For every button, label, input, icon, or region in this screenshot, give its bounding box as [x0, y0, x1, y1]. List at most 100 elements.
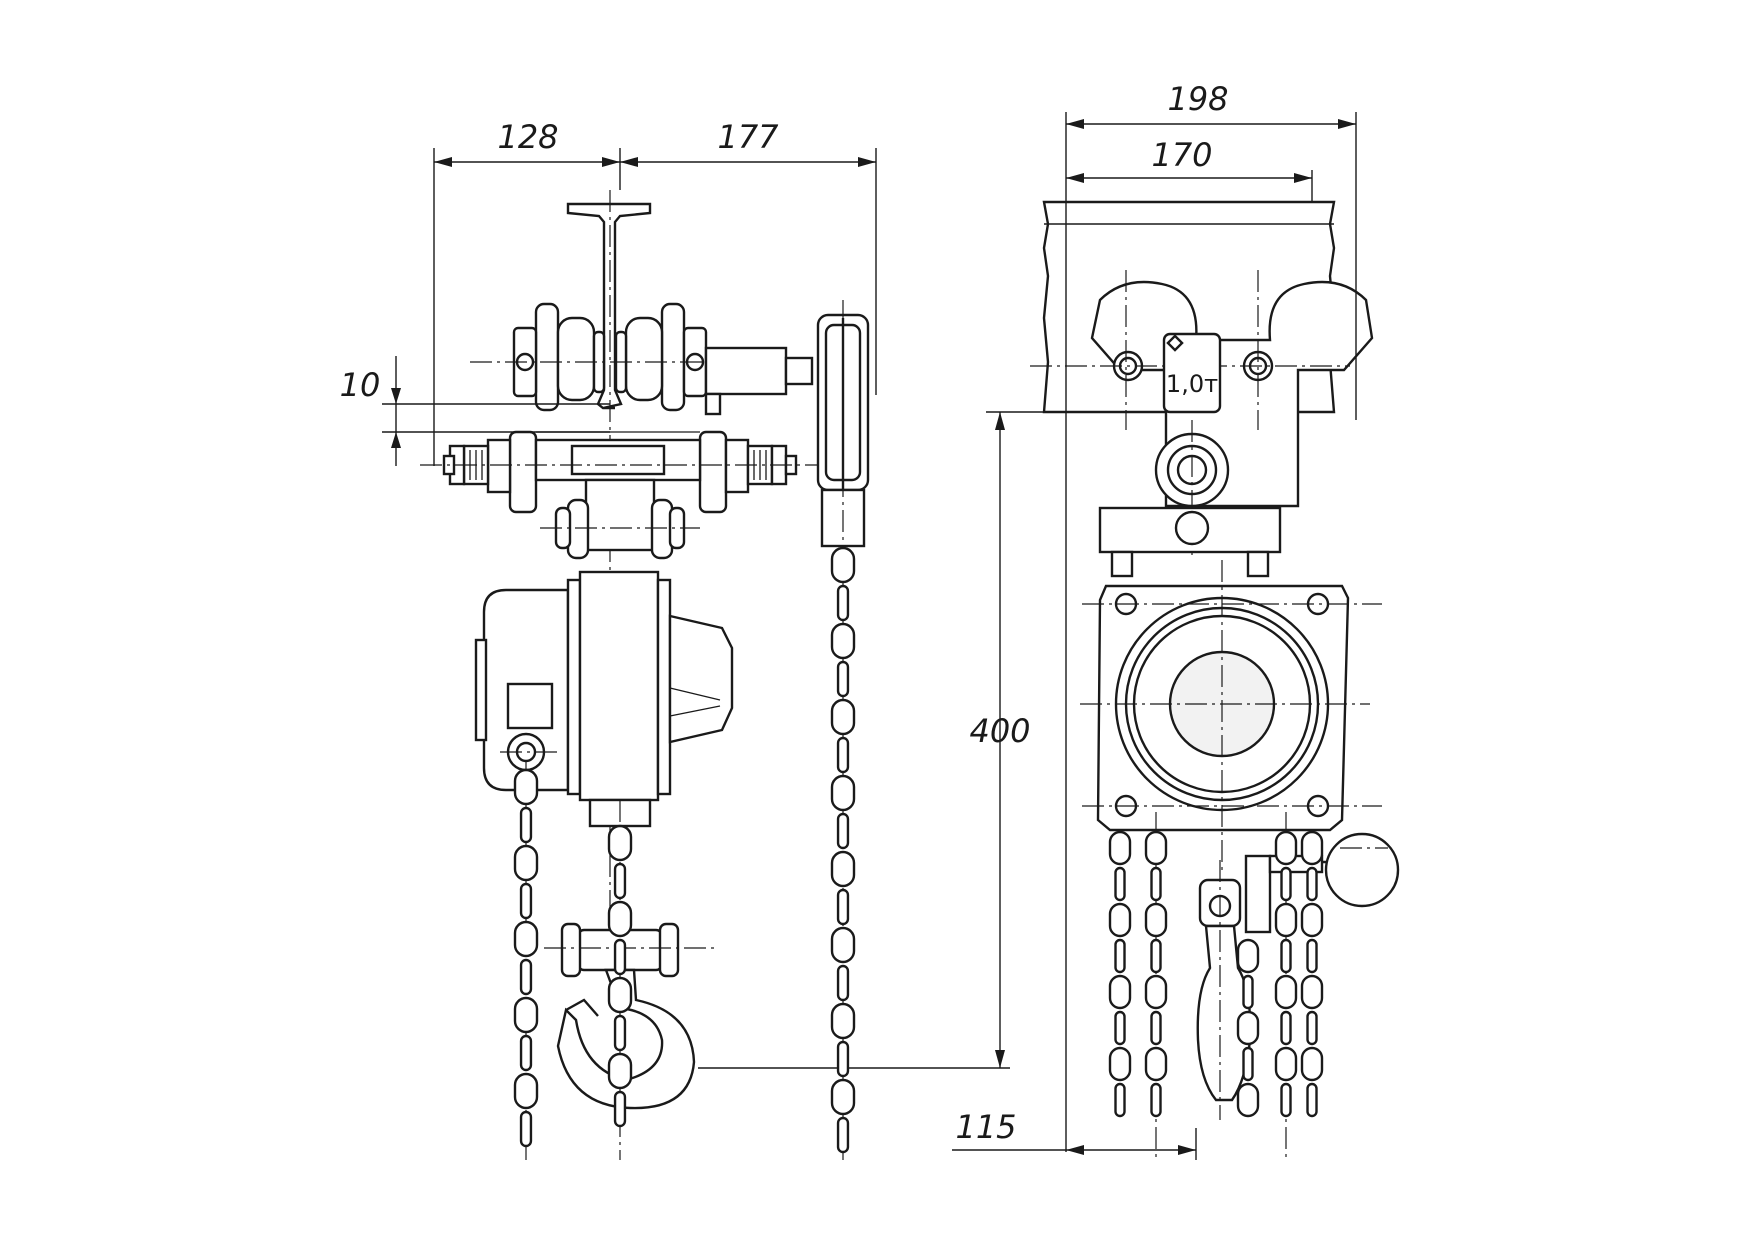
load-hook — [544, 922, 714, 1110]
dim-115: 115 — [955, 1108, 1016, 1146]
dim-128: 128 — [497, 118, 558, 156]
trolley-bearing — [1154, 420, 1230, 560]
chain-link — [1300, 974, 1324, 1010]
chain-link — [1150, 1082, 1162, 1118]
chain-link — [1306, 938, 1318, 974]
chain-link — [1114, 1010, 1126, 1046]
dim-400: 400 — [969, 712, 1030, 750]
front-chain-5-links — [1300, 830, 1324, 1118]
chain-link — [607, 976, 633, 1014]
trolley-frame — [1030, 270, 1374, 508]
chain-link — [1274, 1046, 1298, 1082]
chain-link — [1150, 866, 1162, 902]
chain-link — [836, 736, 850, 774]
chain-link — [830, 774, 856, 812]
chain-link — [1144, 902, 1168, 938]
chain-link — [830, 698, 856, 736]
chain-link — [830, 850, 856, 888]
chain-link — [830, 1002, 856, 1040]
chain-link — [1242, 974, 1254, 1010]
front-chain-2-links — [1144, 830, 1168, 1118]
hand-chain-left-links — [513, 768, 539, 1148]
chain-link — [1108, 1046, 1132, 1082]
chain-link — [607, 1052, 633, 1090]
front-load-hook — [1196, 860, 1252, 1120]
trolley-wheels — [470, 302, 800, 412]
chain-link — [836, 812, 850, 850]
chain-link — [1280, 1010, 1292, 1046]
dim-170: 170 — [1151, 136, 1212, 174]
chain-link — [830, 622, 856, 660]
chain-link — [613, 938, 627, 976]
chain-link — [1274, 902, 1298, 938]
dimension-lines — [382, 112, 1357, 1160]
chain-link — [1144, 1046, 1168, 1082]
chain-link — [1108, 974, 1132, 1010]
chain-link — [1300, 902, 1324, 938]
chain-link — [607, 900, 633, 938]
chain-link — [1114, 938, 1126, 974]
cross-bar — [1098, 506, 1282, 578]
chain-link — [830, 926, 856, 964]
chain-link — [836, 888, 850, 926]
dim-198: 198 — [1167, 80, 1228, 118]
chain-link — [513, 768, 539, 806]
chain-link — [836, 660, 850, 698]
chain-link — [836, 964, 850, 1002]
hand-chain-wheel — [816, 300, 870, 560]
chain-link — [607, 824, 633, 862]
chain-link — [1274, 830, 1298, 866]
chain-link — [1236, 938, 1260, 974]
chain-link — [1280, 866, 1292, 902]
trolley-axle — [704, 346, 814, 416]
front-chain-1-links — [1108, 830, 1132, 1118]
chain-link — [613, 862, 627, 900]
chain-link — [1108, 902, 1132, 938]
side-view — [420, 190, 870, 1160]
chain-link — [1306, 1010, 1318, 1046]
dim-177: 177 — [717, 118, 779, 156]
chain-link — [613, 1014, 627, 1052]
hand-chain-right-links — [830, 546, 856, 1154]
chain-link — [1114, 866, 1126, 902]
chain-link — [1144, 974, 1168, 1010]
chain-link — [1306, 1082, 1318, 1118]
dim-10: 10 — [340, 366, 381, 404]
chain-link — [1274, 974, 1298, 1010]
chain-link — [1108, 830, 1132, 866]
chain-link — [1300, 1046, 1324, 1082]
chain-link — [513, 920, 539, 958]
trolley-side-plates — [420, 430, 820, 514]
chain-link — [1114, 1082, 1126, 1118]
hoist-body — [474, 570, 734, 828]
load-chain-links — [607, 824, 633, 1128]
front-chain-3-links — [1236, 938, 1260, 1118]
chain-link — [1236, 1082, 1260, 1118]
chain-link — [1150, 1010, 1162, 1046]
chain-link — [1150, 938, 1162, 974]
chain-link — [519, 1034, 533, 1072]
chain-link — [513, 996, 539, 1034]
hoist-suspension — [540, 478, 700, 560]
capacity-plate: 1,0т — [1162, 332, 1222, 414]
chain-link — [1144, 830, 1168, 866]
chain-link — [519, 958, 533, 996]
chain-link — [613, 1090, 627, 1128]
chain-link — [1280, 1082, 1292, 1118]
chain-link — [830, 1078, 856, 1116]
chain-link — [836, 1116, 850, 1154]
capacity-label: 1,0т — [1166, 370, 1218, 398]
dimension-labels: 128 177 10 198 170 400 115 — [340, 80, 1229, 1146]
chain-link — [1242, 1046, 1254, 1082]
chain-link — [836, 1040, 850, 1078]
hoist-gear-wheel — [1080, 560, 1382, 870]
chain-link — [519, 1110, 533, 1148]
chain-link — [830, 546, 856, 584]
chain-link — [1280, 938, 1292, 974]
front-view: 1,0т — [1030, 200, 1400, 1160]
chain-link — [1306, 866, 1318, 902]
chain-link — [1236, 1010, 1260, 1046]
chain-link — [513, 844, 539, 882]
chain-link — [519, 806, 533, 844]
